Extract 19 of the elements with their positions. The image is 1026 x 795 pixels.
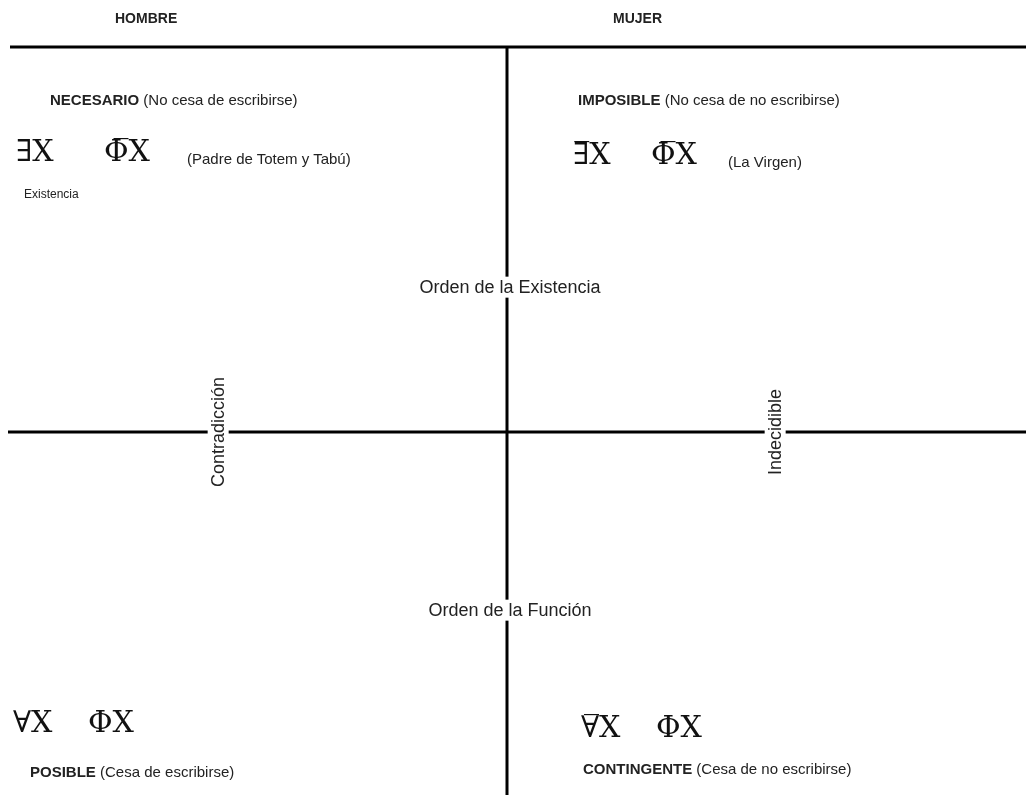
formula: ΦX	[88, 705, 134, 740]
formula: Φ̅X	[651, 137, 697, 172]
axis-label: Orden de la Función	[426, 599, 594, 621]
formula: ∀X	[13, 705, 53, 740]
quadrant-title: CONTINGENTE (Cesa de no escribirse)	[583, 760, 852, 778]
note-text: (La Virgen)	[728, 153, 802, 171]
formula: ∃X	[16, 134, 54, 169]
axis-label: Orden de la Existencia	[417, 276, 603, 298]
quadrant-title: IMPOSIBLE (No cesa de no escribirse)	[578, 91, 840, 109]
column-heading: MUJER	[613, 10, 662, 27]
formula: Φ̅X	[104, 134, 150, 169]
quadrant-title: NECESARIO (No cesa de escribirse)	[50, 91, 298, 109]
formula: ∃̅X	[573, 137, 611, 172]
quadrant-title: POSIBLE (Cesa de escribirse)	[30, 763, 235, 781]
formula: ΦX	[656, 710, 702, 745]
column-heading: HOMBRE	[115, 10, 178, 27]
note-text: Existencia	[24, 188, 79, 202]
formula: ∀̅X	[581, 710, 621, 745]
note-text: (Padre de Totem y Tabú)	[187, 150, 351, 168]
